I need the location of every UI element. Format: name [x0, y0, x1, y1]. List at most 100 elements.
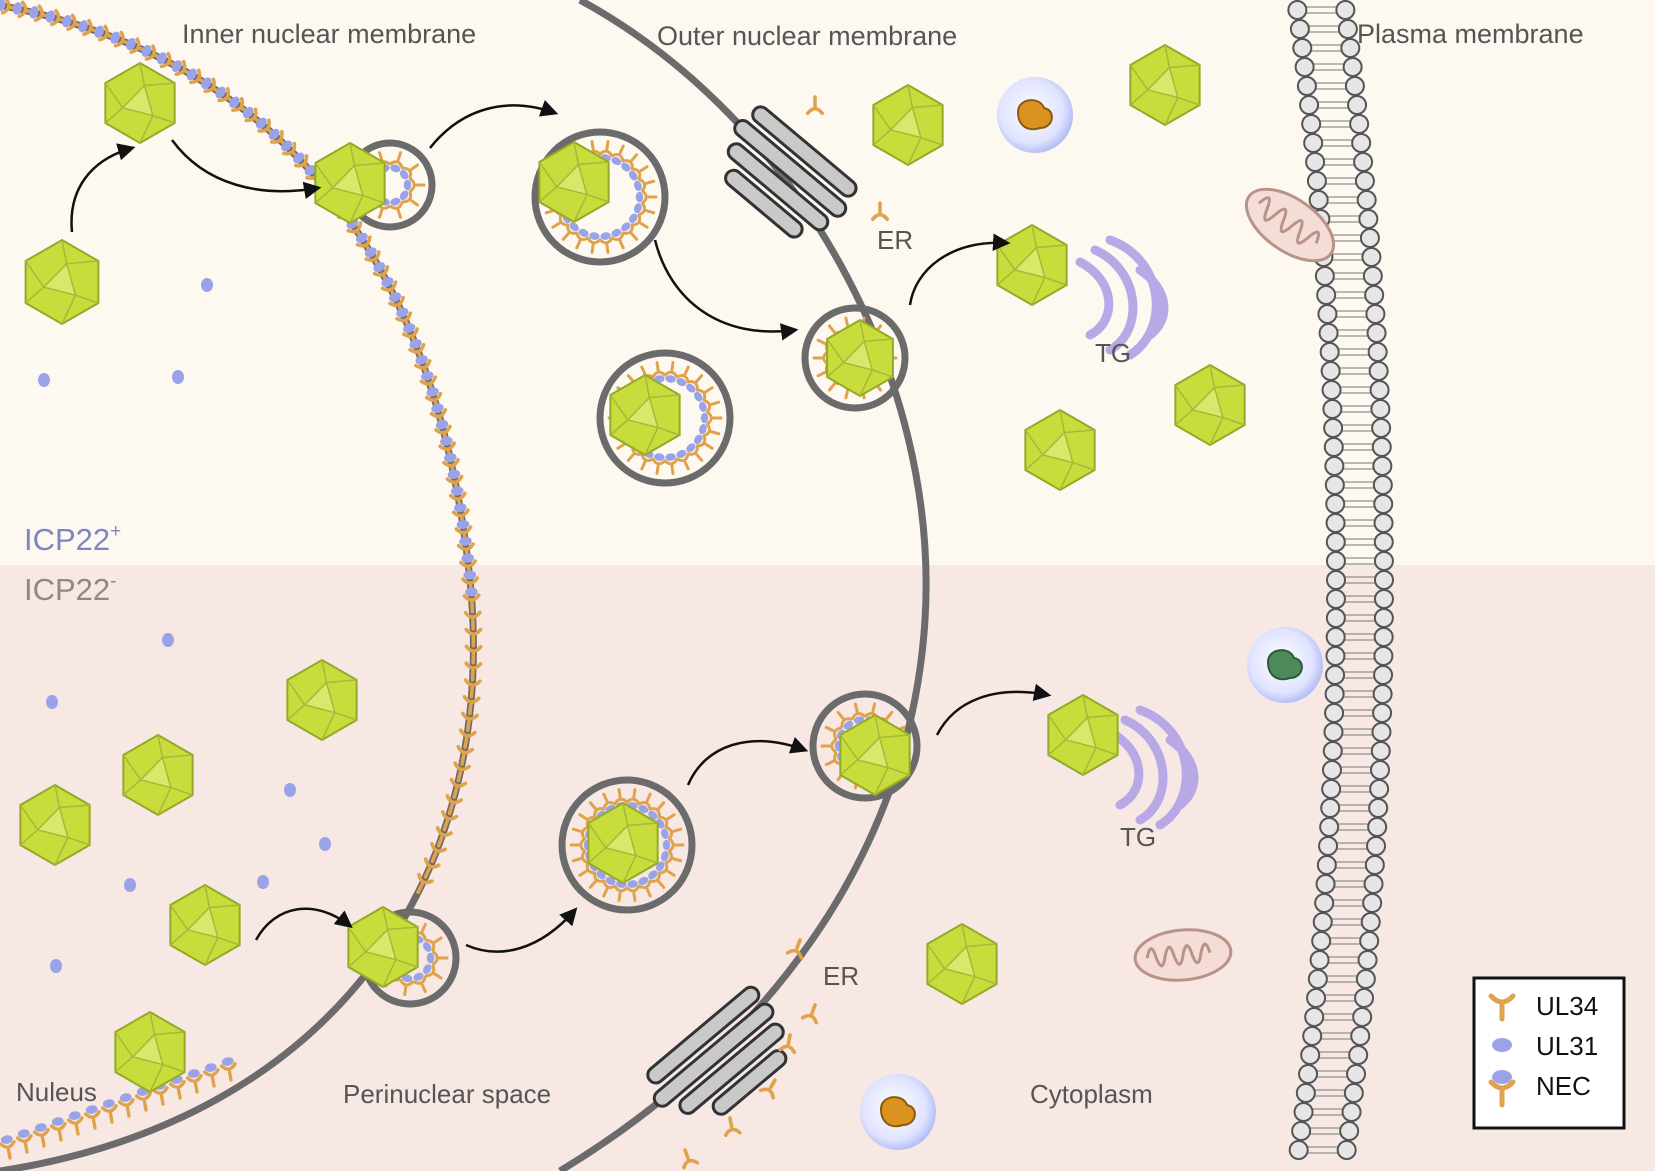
- nec-complex: [15, 1129, 33, 1154]
- ul34-protein: [464, 644, 483, 665]
- nec-complex: [602, 876, 617, 898]
- capsid: [122, 733, 194, 817]
- ul34-protein: [445, 794, 463, 816]
- nucleus-label: Nuleus: [16, 1077, 97, 1107]
- trans-golgi-bottom: [1105, 705, 1199, 830]
- nec-complex: [575, 228, 590, 250]
- ul31-dot-icon: [1492, 1038, 1512, 1052]
- tg-label-top: TG: [1095, 338, 1131, 368]
- nec-complex: [693, 386, 714, 402]
- nec-complex: [561, 222, 579, 241]
- nec-complex: [661, 825, 683, 841]
- nec-complex: [651, 361, 667, 383]
- inner-membrane-nec-proteins: [0, 0, 483, 895]
- ul34-y-shape-icon: [1488, 993, 1516, 1022]
- transport-arrows: [70, 100, 1052, 953]
- nec-complex: [651, 453, 667, 475]
- nec-complex: [45, 8, 72, 27]
- perinuclear-virion-3: [558, 776, 696, 914]
- tg-label-bottom: TG: [1120, 822, 1156, 852]
- nec-complex: [700, 410, 723, 426]
- ul34-protein: [785, 938, 804, 960]
- capsid: [1174, 363, 1246, 447]
- cytoplasm-vesicle-middle: [1247, 627, 1323, 703]
- ul34-protein: [461, 711, 479, 733]
- perinuclear-space-label: Perinuclear space: [343, 1079, 551, 1109]
- capsid: [839, 713, 911, 797]
- icp22-negative-base: ICP22: [24, 572, 110, 607]
- capsid: [314, 141, 386, 225]
- nec-complex: [648, 870, 666, 889]
- legend-label-ul34: UL34: [1536, 991, 1598, 1021]
- ul34-protein: [430, 841, 447, 864]
- icp22-negative-sup: -: [110, 571, 116, 592]
- capsid: [347, 905, 419, 989]
- nec-complex: [699, 398, 721, 414]
- capsid: [926, 922, 998, 1006]
- nec-complex: [610, 228, 625, 250]
- ul34-protein: [723, 1116, 742, 1138]
- nec-complex: [610, 144, 625, 166]
- plasma-membrane-bilayer: [1287, 0, 1394, 1160]
- mitochondrion-top: [1244, 187, 1336, 263]
- cytoplasm-label: Cytoplasm: [1030, 1079, 1153, 1109]
- nec-complex: [83, 1105, 101, 1130]
- capsid: [19, 783, 91, 867]
- icp22-positive-base: ICP22: [24, 522, 110, 557]
- nec-complex: [663, 453, 679, 475]
- nec-complex-icon: [1488, 1070, 1516, 1108]
- nec-complex: [675, 449, 690, 471]
- ul34-protein: [449, 777, 468, 799]
- ul34-protein: [464, 661, 483, 682]
- cytoplasm-vesicle-top: [997, 77, 1073, 153]
- nec-complex: [625, 880, 641, 902]
- nec-complex: [634, 201, 656, 217]
- nec-complex: [699, 422, 721, 438]
- nec-complex: [635, 189, 658, 205]
- plasma-membrane-label: Plasma membrane: [1357, 19, 1584, 49]
- nec-complex: [621, 153, 639, 172]
- capsid: [169, 883, 241, 967]
- er-stack-bottom: [646, 985, 788, 1116]
- ul34-protein: [800, 1003, 819, 1025]
- nec-complex: [634, 177, 656, 193]
- nec-complex: [0, 1135, 16, 1160]
- nec-complex: [423, 964, 443, 980]
- ul34-protein: [453, 761, 471, 783]
- ul34-protein: [463, 610, 482, 631]
- nec-complex: [399, 163, 420, 180]
- capsid: [1129, 43, 1201, 127]
- capsid: [24, 238, 100, 326]
- ul34-protein: [778, 1033, 797, 1055]
- capsid: [1024, 408, 1096, 492]
- ul34-protein: [423, 857, 441, 879]
- nec-complex: [461, 570, 480, 597]
- nec-complex: [462, 587, 481, 614]
- nec-complex: [675, 365, 690, 387]
- nec-complex: [423, 936, 443, 952]
- legend: UL34 UL31 NEC: [1472, 976, 1626, 1130]
- nec-complex: [399, 190, 420, 207]
- mitochondrion-bottom: [1133, 928, 1233, 982]
- nec-complex: [117, 1093, 135, 1118]
- ul34-protein: [870, 201, 890, 222]
- capsid: [104, 61, 176, 145]
- capsid: [587, 801, 659, 885]
- capsid: [114, 1010, 186, 1094]
- nec-complex: [836, 710, 854, 730]
- nec-complex: [621, 222, 639, 241]
- cytoplasm-vesicle-bottom: [860, 1074, 936, 1150]
- nec-complex: [49, 1117, 67, 1142]
- nec-complex: [399, 974, 415, 997]
- ul34-protein: [458, 728, 477, 750]
- nec-complex: [389, 151, 404, 173]
- capsid: [609, 373, 681, 457]
- nec-complex: [171, 59, 196, 78]
- capsid: [872, 83, 944, 167]
- nec-complex: [686, 374, 704, 393]
- nec-complex: [598, 232, 614, 254]
- nec-complex: [100, 1099, 118, 1124]
- nec-complex: [66, 1111, 84, 1136]
- perinuclear-virion-1: [531, 128, 669, 266]
